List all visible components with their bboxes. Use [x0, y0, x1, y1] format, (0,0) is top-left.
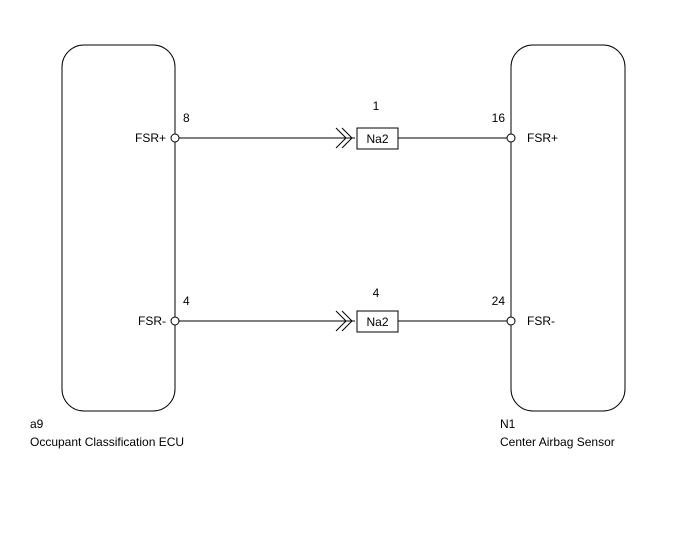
wire-1-left-pin: 8	[183, 111, 190, 125]
wire-2-right-pin: 24	[492, 294, 506, 308]
wire-1-right-pin: 16	[492, 111, 506, 125]
wire-1-right-signal: FSR+	[527, 131, 558, 145]
wire-2-right-signal: FSR-	[527, 314, 555, 328]
wire-2-connector-chevron	[335, 310, 347, 332]
wire-1-connector-chevron-2	[341, 127, 353, 149]
left-component-code: a9	[30, 417, 44, 431]
wire-2-left-pin-terminal	[170, 316, 180, 326]
wire-2-connector-chevron-2	[341, 310, 353, 332]
left-component-block	[61, 44, 176, 412]
wire-1-connector-pin: 1	[373, 99, 380, 113]
wire-1-right-pin-terminal	[506, 133, 516, 143]
right-component-block	[510, 44, 626, 412]
right-component-code: N1	[500, 417, 516, 431]
left-component-name: Occupant Classification ECU	[30, 435, 184, 449]
wire-2-left-signal: FSR-	[138, 314, 166, 328]
wire-1-left-pin-terminal	[170, 133, 180, 143]
right-component-name: Center Airbag Sensor	[500, 435, 615, 449]
wire-1-connector-chevron	[335, 127, 347, 149]
wire-2-left-pin: 4	[183, 294, 190, 308]
wire-2-connector-label: Na2	[366, 315, 388, 329]
wire-1: Na2 1 FSR+ 8 16 FSR+	[135, 99, 558, 150]
wire-2-connector-pin: 4	[373, 286, 380, 300]
wire-2: Na2 4 FSR- 4 24 FSR-	[138, 286, 555, 333]
wire-1-left-signal: FSR+	[135, 131, 166, 145]
wire-2-right-pin-terminal	[506, 316, 516, 326]
wire-1-connector-label: Na2	[366, 132, 388, 146]
